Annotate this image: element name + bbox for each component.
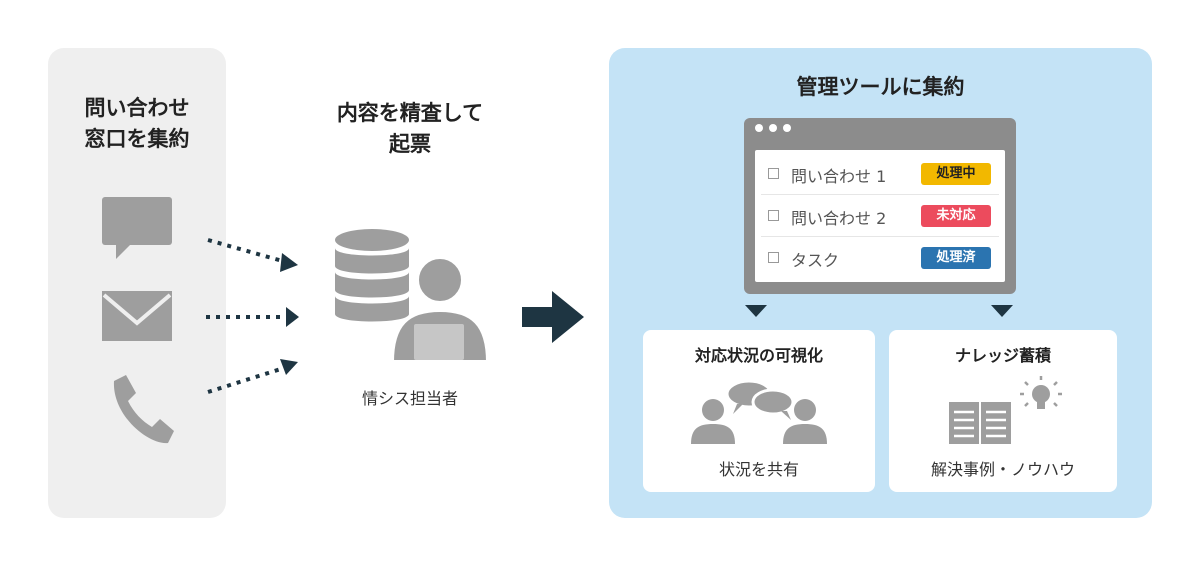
staff-label: 情シス担当者 [361,389,458,408]
review-title: 内容を精査して 起票 [336,101,484,156]
database-icon [335,229,409,322]
status-badge: 処理中 [921,163,991,185]
card-caption: 状況を共有 [718,460,799,479]
divider [761,236,999,237]
book-lightbulb-icon [949,376,1062,444]
checkbox-icon[interactable] [768,210,779,221]
status-badge: 処理済 [921,247,991,269]
card-caption: 解決事例・ノウハウ [930,460,1075,479]
knowledge-card: ナレッジ蓄積 解決事例・ノウハウ [889,330,1117,492]
card-title: 対応状況の可視化 [694,346,823,365]
task-label: タスク [791,251,840,270]
chat-bubble-icon [102,197,172,259]
management-tool-title: 管理ツールに集約 [796,75,965,99]
checkbox-icon[interactable] [768,252,779,263]
mail-icon [102,291,172,341]
big-arrow [522,291,584,343]
people-discussion-icon [691,380,827,444]
dotted-arrow-phone [207,359,298,394]
dotted-arrow-mail [206,307,299,327]
dotted-arrows [206,238,299,394]
card-title: ナレッジ蓄積 [954,346,1051,365]
down-arrows [745,305,1013,317]
task-row[interactable]: タスク 処理済 [755,237,1005,279]
down-arrow-icon [745,305,767,317]
status-badge: 未対応 [921,205,991,227]
checkbox-icon[interactable] [768,168,779,179]
phone-icon [113,375,174,444]
inquiry-channels-panel [48,48,226,518]
task-row[interactable]: 問い合わせ 2 未対応 [755,195,1005,237]
dotted-arrow-chat [207,238,298,272]
task-label: 問い合わせ 2 [791,209,887,228]
task-label: 問い合わせ 1 [791,167,887,186]
down-arrow-icon [991,305,1013,317]
left-icons-group [102,197,174,444]
visualization-card: 対応状況の可視化 状況を共有 [643,330,875,492]
tool-task-list: 問い合わせ 1 処理中 問い合わせ 2 未対応 タスク 処理済 [755,150,1005,282]
divider [761,194,999,195]
person-at-laptop-icon [389,255,491,363]
staff-illustration [335,229,491,363]
window-dots-icon [755,124,791,132]
inquiry-channels-title: 問い合わせ 窓口を集約 [84,96,190,151]
task-row[interactable]: 問い合わせ 1 処理中 [755,153,1005,195]
